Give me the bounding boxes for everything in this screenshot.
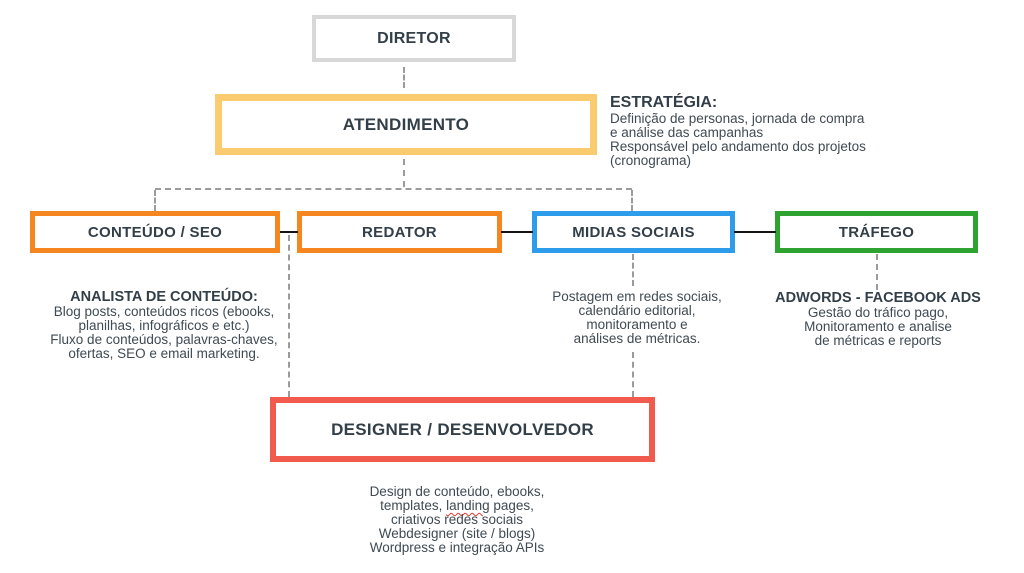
node-redator-label: REDATOR bbox=[362, 223, 437, 241]
node-trafego: TRÁFEGO bbox=[775, 211, 978, 253]
node-redator: REDATOR bbox=[297, 211, 502, 253]
note-designer-line2-spellcheck-word: landing bbox=[446, 498, 490, 514]
note-estrategia-heading: ESTRATÉGIA: bbox=[610, 94, 718, 111]
note-analista-heading: ANALISTA DE CONTEÚDO: bbox=[70, 289, 258, 305]
node-midias-sociais-label: MIDIAS SOCIAIS bbox=[572, 223, 695, 241]
node-designer-desenvolvedor: DESIGNER / DESENVOLVEDOR bbox=[270, 397, 655, 462]
connector-midias-note-designer bbox=[632, 352, 634, 397]
connector-drop-conteudo bbox=[154, 190, 156, 211]
connector-row-designer-left bbox=[288, 235, 290, 397]
node-atendimento: ATENDIMENTO bbox=[215, 94, 597, 155]
connector-diretor-atendimento bbox=[403, 67, 405, 88]
node-conteudo-seo-label: CONTEÚDO / SEO bbox=[87, 223, 223, 241]
node-diretor: DIRETOR bbox=[312, 15, 516, 62]
note-designer-line: templates, landing pages, bbox=[306, 499, 608, 513]
note-estrategia-line: e análise das campanhas bbox=[610, 124, 764, 140]
note-analista-line: ofertas, SEO e email marketing. bbox=[68, 346, 260, 362]
note-midias-line: monitoramento e bbox=[586, 317, 688, 333]
note-midias-line: calendário editorial, bbox=[578, 303, 696, 319]
node-conteudo-seo: CONTEÚDO / SEO bbox=[30, 211, 280, 253]
note-adwords-line: Monitoramento e analise bbox=[804, 319, 952, 335]
note-estrategia-line: Definição de personas, jornada de compra bbox=[610, 110, 865, 126]
connector-conteudo-redator bbox=[280, 231, 298, 233]
note-midias-line: Postagem em redes sociais, bbox=[552, 289, 722, 304]
note-analista-line: planilhas, infográficos e etc.) bbox=[78, 318, 250, 334]
note-adwords: ADWORDS - FACEBOOK ADS Gestão do tráfico… bbox=[742, 290, 1014, 349]
note-adwords-heading: ADWORDS - FACEBOOK ADS bbox=[775, 290, 981, 306]
connector-redator-midias bbox=[501, 231, 533, 233]
connector-drop-midias bbox=[631, 190, 633, 211]
node-atendimento-label: ATENDIMENTO bbox=[342, 114, 470, 134]
node-designer-desenvolvedor-label: DESIGNER / DESENVOLVEDOR bbox=[331, 419, 594, 439]
connector-horizontal-dashed bbox=[155, 188, 632, 190]
note-designer-line: criativos redes sociais bbox=[390, 512, 524, 528]
note-designer-line2-pre: templates, bbox=[380, 498, 447, 514]
note-adwords-line: de métricas e reports bbox=[814, 333, 942, 349]
note-designer-line: Webdesigner (site / blogs) bbox=[378, 526, 536, 542]
note-adwords-line: Gestão do tráfico pago, bbox=[807, 305, 949, 321]
node-trafego-label: TRÁFEGO bbox=[838, 223, 915, 241]
note-midias-line: análises de métricas. bbox=[573, 331, 701, 347]
note-designer: Design de conteúdo, ebooks, templates, l… bbox=[306, 484, 608, 556]
note-estrategia-line: (cronograma) bbox=[610, 152, 692, 168]
connector-midias-note-top bbox=[632, 254, 634, 286]
connector-trafego-note bbox=[876, 254, 878, 290]
note-designer-line2-post: pages, bbox=[489, 498, 534, 514]
note-estrategia-line: Responsável pelo andamento dos projetos bbox=[610, 138, 866, 154]
connector-midias-trafego bbox=[734, 231, 776, 233]
node-diretor-label: DIRETOR bbox=[377, 29, 451, 47]
connector-atendimento-drop bbox=[403, 159, 405, 187]
note-midias: Postagem em redes sociais, calendário ed… bbox=[523, 289, 751, 347]
note-designer-line: Wordpress e integração APIs bbox=[369, 540, 545, 556]
note-estrategia: ESTRATÉGIA: Definição de personas, jorna… bbox=[610, 94, 910, 168]
node-midias-sociais: MIDIAS SOCIAIS bbox=[532, 211, 735, 253]
note-designer-line: Design de conteúdo, ebooks, bbox=[369, 484, 545, 499]
note-analista-line: Fluxo de conteúdos, palavras-chaves, bbox=[50, 332, 278, 348]
note-analista-line: Blog posts, conteúdos ricos (ebooks, bbox=[53, 304, 275, 320]
note-analista: ANALISTA DE CONTEÚDO: Blog posts, conteú… bbox=[18, 289, 310, 362]
